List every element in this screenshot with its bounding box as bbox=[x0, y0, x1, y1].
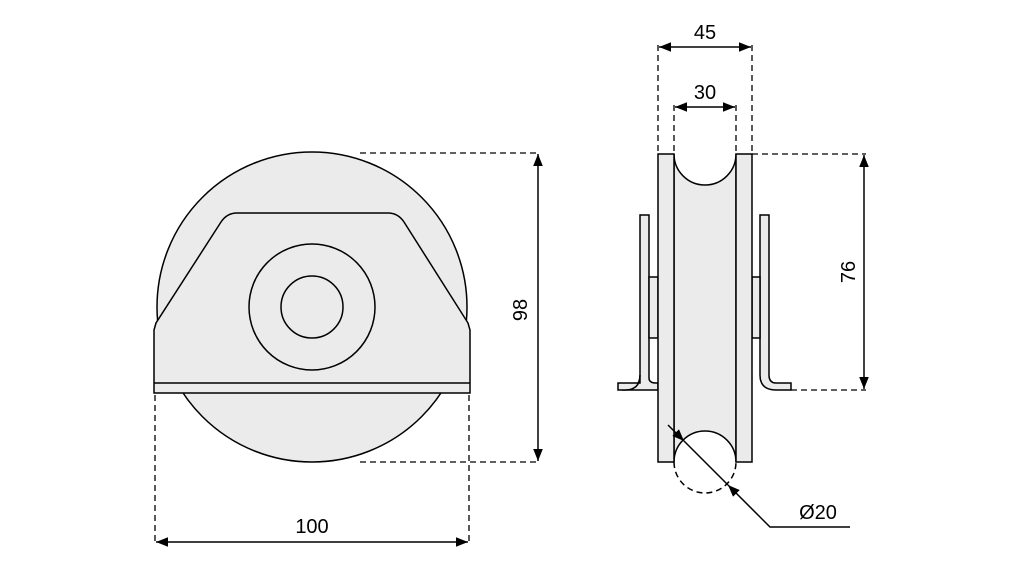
dim-leader-20-b bbox=[727, 484, 850, 528]
left-flange bbox=[657, 153, 675, 463]
right-hub bbox=[751, 276, 761, 339]
hub-inner bbox=[280, 275, 344, 339]
left-hub bbox=[648, 276, 659, 339]
front-view bbox=[153, 151, 471, 463]
dim-label-100: 100 bbox=[295, 516, 328, 538]
dim-leader-20-a bbox=[667, 424, 685, 442]
dim-label-98: 98 bbox=[510, 299, 532, 321]
dim-label-diameter-20: Ø20 bbox=[799, 502, 837, 524]
dim-label-30: 30 bbox=[694, 82, 716, 104]
right-flange bbox=[735, 153, 753, 463]
groove-circle-hidden bbox=[673, 461, 737, 494]
dim-label-45: 45 bbox=[694, 22, 716, 44]
dim-label-76: 76 bbox=[838, 261, 860, 283]
side-view bbox=[617, 153, 792, 494]
left-bracket-foot bbox=[617, 374, 641, 391]
extension-lines bbox=[154, 45, 866, 545]
right-bracket bbox=[759, 214, 792, 391]
wheel-body bbox=[673, 153, 737, 463]
